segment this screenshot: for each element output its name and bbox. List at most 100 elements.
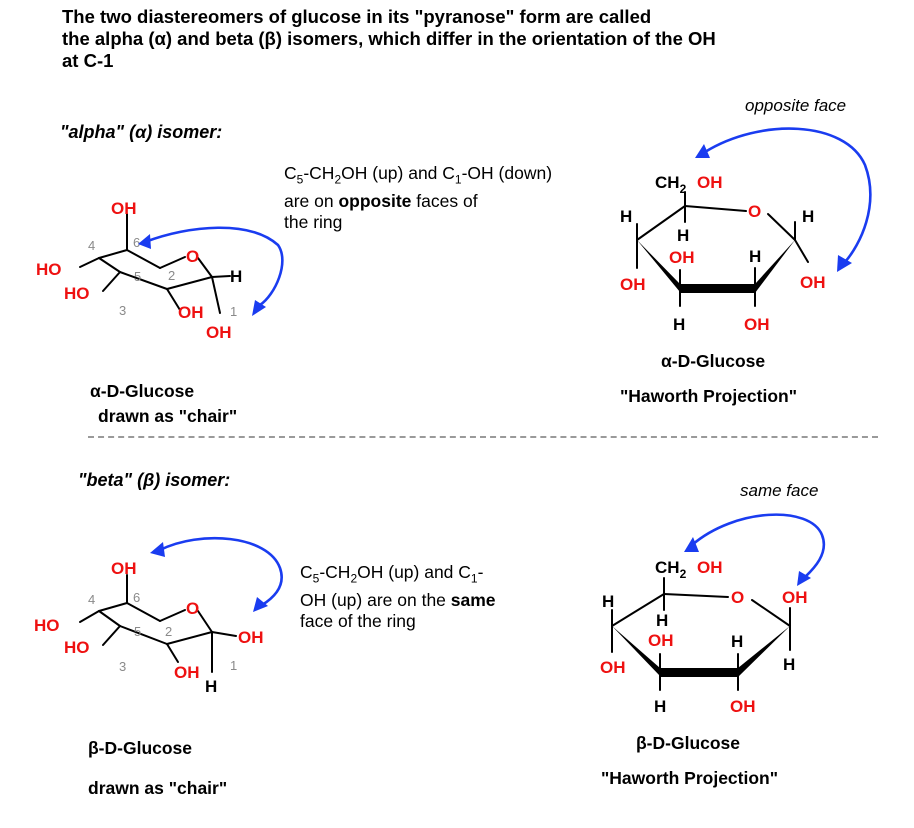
beta-haworth-ring-o: O xyxy=(731,588,744,607)
beta-chair-num-4: 4 xyxy=(88,592,95,607)
title-line-2: the alpha (α) and beta (β) isomers, whic… xyxy=(62,28,716,49)
title-line-3: at C-1 xyxy=(62,50,114,71)
alpha-haworth-c1-h: H xyxy=(802,207,814,226)
beta-haworth-arrow-head-left xyxy=(684,537,699,552)
beta-chair-caption-2: drawn as "chair" xyxy=(88,778,228,798)
alpha-note-line-1: C5-CH2OH (up) and C1-OH (down) xyxy=(284,163,553,187)
beta-haworth-c2-oh: OH xyxy=(730,697,756,716)
alpha-haworth-arrow xyxy=(704,127,872,263)
alpha-haworth-c2-oh: OH xyxy=(744,315,770,334)
alpha-haworth-wedge-left xyxy=(637,240,680,292)
beta-chair-arrow-head-right xyxy=(253,597,268,612)
alpha-chair-c1-oh: OH xyxy=(206,323,232,342)
alpha-haworth-bonds xyxy=(636,191,809,307)
beta-haworth-c3-h: H xyxy=(654,697,666,716)
beta-haworth-bonds xyxy=(611,577,791,691)
beta-chair-c2-oh: OH xyxy=(174,663,200,682)
beta-chair-num-1: 1 xyxy=(230,658,237,673)
alpha-chair-arrow-head-right xyxy=(252,300,266,316)
alpha-chair-num-6: 6 xyxy=(133,235,140,250)
beta-chair-caption-1: β-D-Glucose xyxy=(88,738,193,758)
alpha-chair-num-4: 4 xyxy=(88,238,95,253)
beta-haworth-ch2-oh: OH xyxy=(697,558,723,577)
beta-note-line-3: face of the ring xyxy=(300,610,416,631)
alpha-haworth-arrow-head-left xyxy=(695,144,710,158)
beta-chair-num-6: 6 xyxy=(133,590,140,605)
beta-haworth-wedge-left xyxy=(612,626,660,676)
alpha-chair-c3-ho: HO xyxy=(64,284,90,303)
beta-haworth-caption-2: "Haworth Projection" xyxy=(601,768,779,788)
alpha-chair-num-5: 5 xyxy=(134,269,141,284)
beta-haworth-c1-h: H xyxy=(783,655,795,674)
beta-haworth-c2-h: H xyxy=(731,632,743,651)
beta-chair-bonds xyxy=(79,574,237,673)
beta-haworth-bold-bond xyxy=(660,668,738,677)
title-line-1: The two diastereomers of glucose in its … xyxy=(62,6,652,27)
alpha-haworth-arrow-head-right xyxy=(837,255,852,272)
alpha-haworth-c1-oh: OH xyxy=(800,273,826,292)
alpha-face-label: opposite face xyxy=(745,96,847,115)
alpha-chair-num-2: 2 xyxy=(168,268,175,283)
alpha-haworth-c3-oh: OH xyxy=(669,248,695,267)
alpha-chair-num-3: 3 xyxy=(119,303,126,318)
alpha-chair-ring-o: O xyxy=(186,247,199,266)
alpha-chair-caption-1: α-D-Glucose xyxy=(90,381,195,401)
alpha-note-line-3: the ring xyxy=(284,211,343,232)
beta-note-line-1: C5-CH2OH (up) and C1- xyxy=(300,562,484,586)
beta-chair-c4-ho: HO xyxy=(34,616,60,635)
beta-note-line-2: OH (up) are on the same xyxy=(300,589,496,610)
beta-chair-arrow-head-left xyxy=(150,542,165,557)
alpha-chair-bonds xyxy=(79,213,231,314)
section-divider xyxy=(88,436,878,438)
beta-haworth-arrow xyxy=(691,513,826,579)
alpha-haworth-c4-oh: OH xyxy=(620,275,646,294)
alpha-haworth-ring-o: O xyxy=(748,202,761,221)
beta-haworth-c3-oh: OH xyxy=(648,631,674,650)
alpha-haworth-bold-bond xyxy=(680,284,755,293)
beta-chair-num-3: 3 xyxy=(119,659,126,674)
beta-chair-c3-ho: HO xyxy=(64,638,90,657)
alpha-note-line-2: are on opposite faces of xyxy=(284,190,478,211)
alpha-haworth-wedge-right xyxy=(755,240,795,293)
alpha-chair-caption-2: drawn as "chair" xyxy=(98,406,238,426)
alpha-heading: "alpha" (α) isomer: xyxy=(60,122,223,142)
beta-haworth-caption-1: β-D-Glucose xyxy=(636,733,741,753)
beta-haworth-c1-oh: OH xyxy=(782,588,808,607)
alpha-chair-c1-h: H xyxy=(230,267,242,286)
beta-note: C5-CH2OH (up) and C1- OH (up) are on the… xyxy=(300,562,496,632)
beta-haworth-c4-oh: OH xyxy=(600,658,626,677)
alpha-haworth-c4-h: H xyxy=(620,207,632,226)
beta-face-label: same face xyxy=(740,481,819,500)
page-title: The two diastereomers of glucose in its … xyxy=(62,6,862,72)
alpha-chair-c2-oh: OH xyxy=(178,303,204,322)
beta-chair-num-2: 2 xyxy=(165,624,172,639)
alpha-haworth-c2-h: H xyxy=(749,247,761,266)
alpha-chair-num-1: 1 xyxy=(230,304,237,319)
beta-chair-ring-o: O xyxy=(186,599,199,618)
beta-haworth-wedge-right xyxy=(738,626,790,677)
beta-chair-c1-oh: OH xyxy=(238,628,264,647)
alpha-haworth-c5-h: H xyxy=(677,226,689,245)
beta-haworth-c5-h: H xyxy=(656,611,668,630)
alpha-chair-c4-ho: HO xyxy=(36,260,62,279)
beta-heading: "beta" (β) isomer: xyxy=(78,470,231,490)
alpha-chair-c6-oh: OH xyxy=(111,199,137,218)
alpha-haworth-caption-1: α-D-Glucose xyxy=(661,351,766,371)
alpha-haworth-ch2-oh: OH xyxy=(697,173,723,192)
alpha-chair-arrow xyxy=(144,226,284,307)
beta-chair-c1-h: H xyxy=(205,677,217,696)
alpha-note: C5-CH2OH (up) and C1-OH (down) are on op… xyxy=(284,163,552,233)
beta-haworth-c4-h: H xyxy=(602,592,614,611)
beta-haworth-ch2-label: CH2 xyxy=(655,558,687,581)
beta-chair-num-5: 5 xyxy=(134,624,141,639)
alpha-haworth-caption-2: "Haworth Projection" xyxy=(620,386,798,406)
alpha-chair-arrow-head-left xyxy=(138,234,151,249)
beta-haworth-arrow-head-right xyxy=(797,571,811,586)
alpha-haworth-ch2-label: CH2 xyxy=(655,173,687,196)
beta-chair-arrow xyxy=(159,536,283,607)
alpha-haworth-c3-h: H xyxy=(673,315,685,334)
beta-chair-c6-oh: OH xyxy=(111,559,137,578)
